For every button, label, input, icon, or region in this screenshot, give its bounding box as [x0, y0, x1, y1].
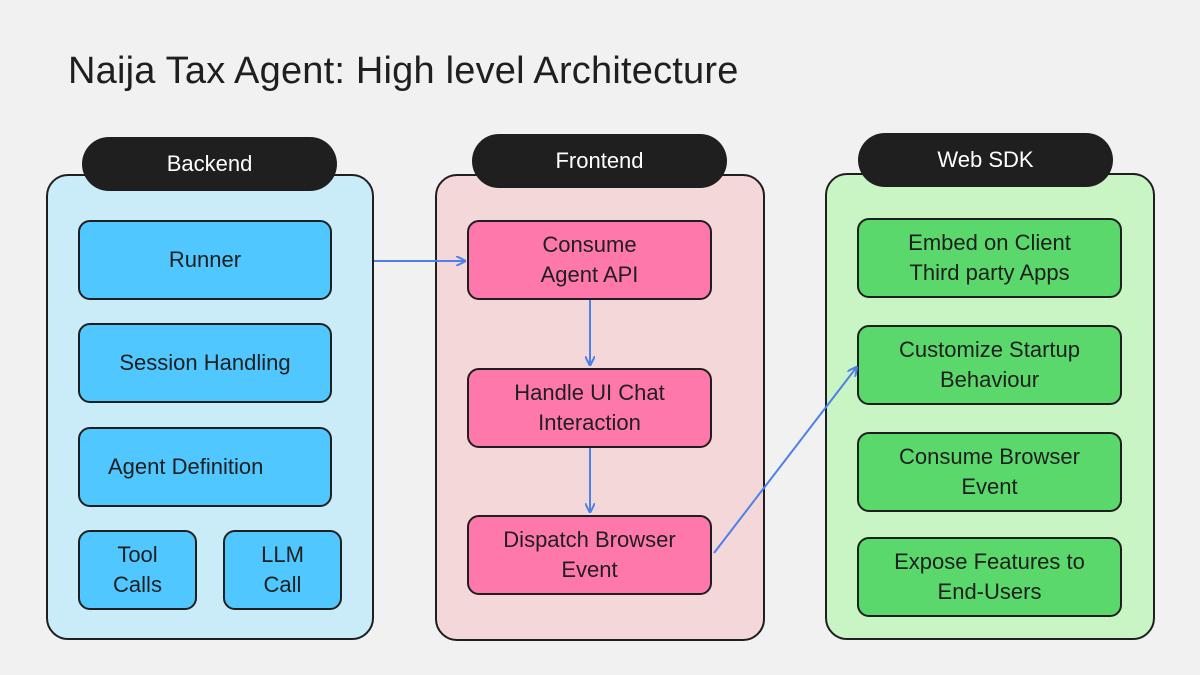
consume-browser-event-box: Consume Browser Event	[857, 432, 1122, 512]
handle-ui-chat-box: Handle UI Chat Interaction	[467, 368, 712, 448]
handle-ui-chat-label: Handle UI Chat Interaction	[514, 380, 665, 435]
tool-calls-label: Tool Calls	[113, 542, 162, 597]
session-handling-box: Session Handling	[78, 323, 332, 403]
consume-agent-api-box: Consume Agent API	[467, 220, 712, 300]
session-handling-label: Session Handling	[119, 350, 291, 375]
embed-on-client-label: Embed on Client Third party Apps	[908, 230, 1071, 285]
agent-definition-box: Agent Definition	[78, 427, 332, 507]
customize-startup-box: Customize Startup Behaviour	[857, 325, 1122, 405]
dispatch-browser-event-box: Dispatch Browser Event	[467, 515, 712, 595]
expose-features-label: Expose Features to End-Users	[894, 549, 1085, 604]
customize-startup-label: Customize Startup Behaviour	[899, 337, 1080, 392]
llm-call-box: LLM Call	[223, 530, 342, 610]
embed-on-client-box: Embed on Client Third party Apps	[857, 218, 1122, 298]
consume-agent-api-label: Consume Agent API	[540, 232, 639, 287]
llm-call-label: LLM Call	[261, 542, 304, 597]
consume-browser-event-label: Consume Browser Event	[899, 444, 1080, 499]
dispatch-browser-event-label: Dispatch Browser Event	[503, 527, 676, 582]
web-sdk-header: Web SDK	[858, 133, 1113, 187]
frontend-header: Frontend	[472, 134, 727, 188]
tool-calls-box: Tool Calls	[78, 530, 197, 610]
runner-box: Runner	[78, 220, 332, 300]
page-title: Naija Tax Agent: High level Architecture	[68, 50, 739, 92]
expose-features-box: Expose Features to End-Users	[857, 537, 1122, 617]
backend-header: Backend	[82, 137, 337, 191]
agent-definition-label: Agent Definition	[108, 454, 264, 479]
runner-label: Runner	[168, 247, 242, 272]
